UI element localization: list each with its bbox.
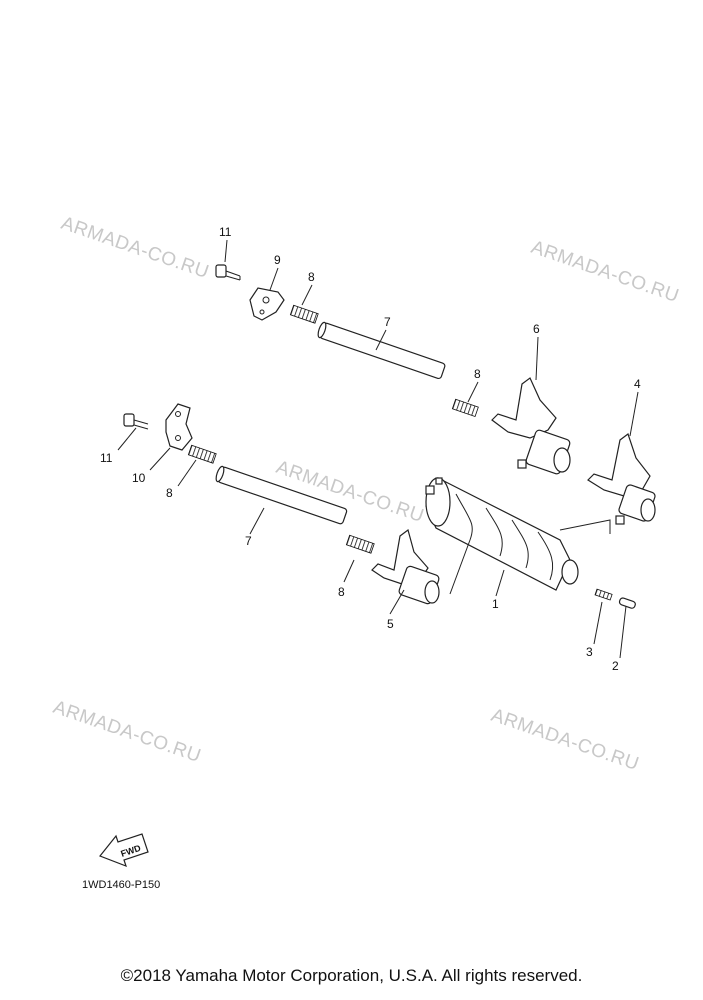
bolt-upper [215, 264, 241, 281]
callouts: 11 9 8 7 8 6 4 11 10 8 7 8 5 1 3 2 [100, 225, 641, 673]
callout-6: 6 [533, 322, 540, 336]
callout-4: 4 [634, 377, 641, 391]
plate-upper [249, 287, 285, 321]
callout-7-lower: 7 [245, 534, 252, 548]
detent-pin [618, 597, 636, 609]
callout-3: 3 [586, 645, 593, 659]
bolt-lower [123, 413, 149, 430]
diagram-code: 1WD1460-P150 [82, 879, 160, 891]
copyright-notice: ©2018 Yamaha Motor Corporation, U.S.A. A… [120, 966, 583, 985]
callout-11-upper: 11 [219, 225, 232, 239]
shift-fork-5 [371, 528, 440, 605]
plate-lower [165, 403, 193, 451]
callout-1: 1 [492, 597, 499, 611]
upper-shaft-assembly [215, 264, 656, 525]
callout-8-upper-left: 8 [308, 270, 315, 284]
callout-8-upper-right: 8 [474, 367, 481, 381]
callout-10: 10 [132, 471, 146, 485]
watermark-1: ARMADA-CO.RU [58, 213, 211, 283]
watermark-2: ARMADA-CO.RU [528, 237, 681, 307]
shaft-upper [317, 321, 446, 380]
callout-9: 9 [274, 253, 281, 267]
spring-upper-right [451, 398, 479, 418]
fwd-arrow-icon: FWD [99, 833, 149, 868]
callout-11-lower: 11 [100, 451, 113, 465]
watermarks: ARMADA-CO.RU ARMADA-CO.RU ARMADA-CO.RU A… [50, 213, 681, 775]
callout-7-upper: 7 [384, 315, 391, 329]
shaft-lower [215, 465, 348, 525]
spring-lower-right [345, 534, 375, 554]
shift-fork-4 [587, 433, 656, 525]
callout-2: 2 [612, 659, 619, 673]
lower-shaft-assembly [123, 403, 440, 605]
callout-8-lower-left: 8 [166, 486, 173, 500]
callout-5: 5 [387, 617, 394, 631]
watermark-4: ARMADA-CO.RU [50, 697, 203, 767]
shift-fork-6 [491, 377, 571, 475]
callout-8-lower-right: 8 [338, 585, 345, 599]
watermark-5: ARMADA-CO.RU [488, 705, 641, 775]
spring-upper-left [289, 304, 319, 324]
spring-lower-left [187, 444, 217, 464]
detent-spring [594, 588, 613, 601]
leader-lines [117, 239, 639, 659]
shift-drum [425, 477, 611, 595]
